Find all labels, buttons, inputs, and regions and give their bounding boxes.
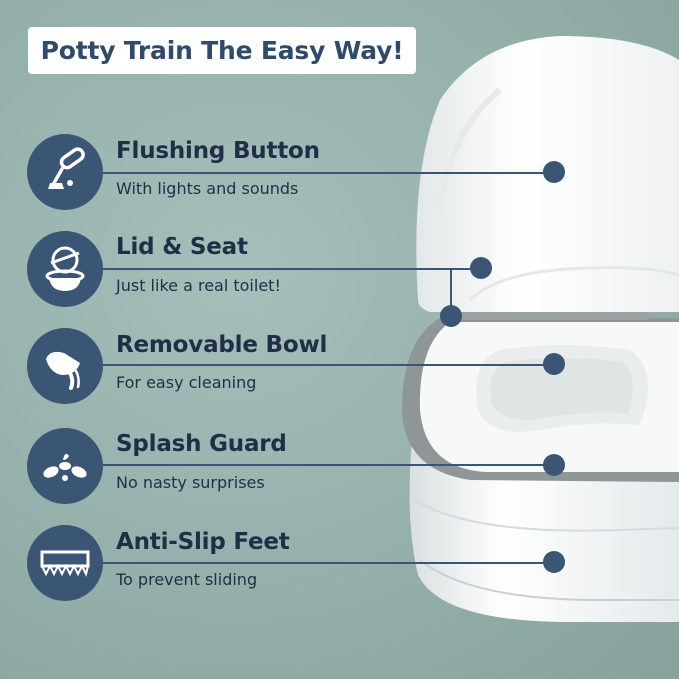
- feature-subtitle: No nasty surprises: [116, 473, 265, 492]
- callout-line: [103, 268, 481, 270]
- flush-handle-icon: [27, 134, 103, 210]
- page-title: Potty Train The Easy Way!: [40, 36, 404, 65]
- feature-title: Flushing Button: [116, 138, 320, 164]
- feature-subtitle: For easy cleaning: [116, 373, 257, 392]
- anti-slip-feet-icon: [27, 525, 103, 601]
- callout-line: [103, 562, 555, 564]
- feature-subtitle: With lights and sounds: [116, 179, 299, 198]
- callout-line: [103, 364, 555, 366]
- title-banner: Potty Train The Easy Way!: [28, 27, 416, 74]
- callout-dot: [543, 161, 565, 183]
- feature-title: Splash Guard: [116, 431, 287, 457]
- callout-line: [103, 172, 555, 174]
- callout-dot: [543, 353, 565, 375]
- feature-subtitle: Just like a real toilet!: [116, 276, 281, 295]
- splash-icon: [27, 428, 103, 504]
- callout-dot: [470, 257, 492, 279]
- callout-line: [103, 464, 555, 466]
- callout-branch-line: [450, 268, 452, 314]
- callout-dot: [543, 551, 565, 573]
- callout-dot: [543, 454, 565, 476]
- feature-title: Anti-Slip Feet: [116, 529, 290, 555]
- pouring-bowl-icon: [27, 328, 103, 404]
- feature-title: Removable Bowl: [116, 332, 328, 358]
- feature-title: Lid & Seat: [116, 234, 248, 260]
- callout-dot: [440, 305, 462, 327]
- lid-seat-icon: [27, 231, 103, 307]
- feature-subtitle: To prevent sliding: [116, 570, 258, 589]
